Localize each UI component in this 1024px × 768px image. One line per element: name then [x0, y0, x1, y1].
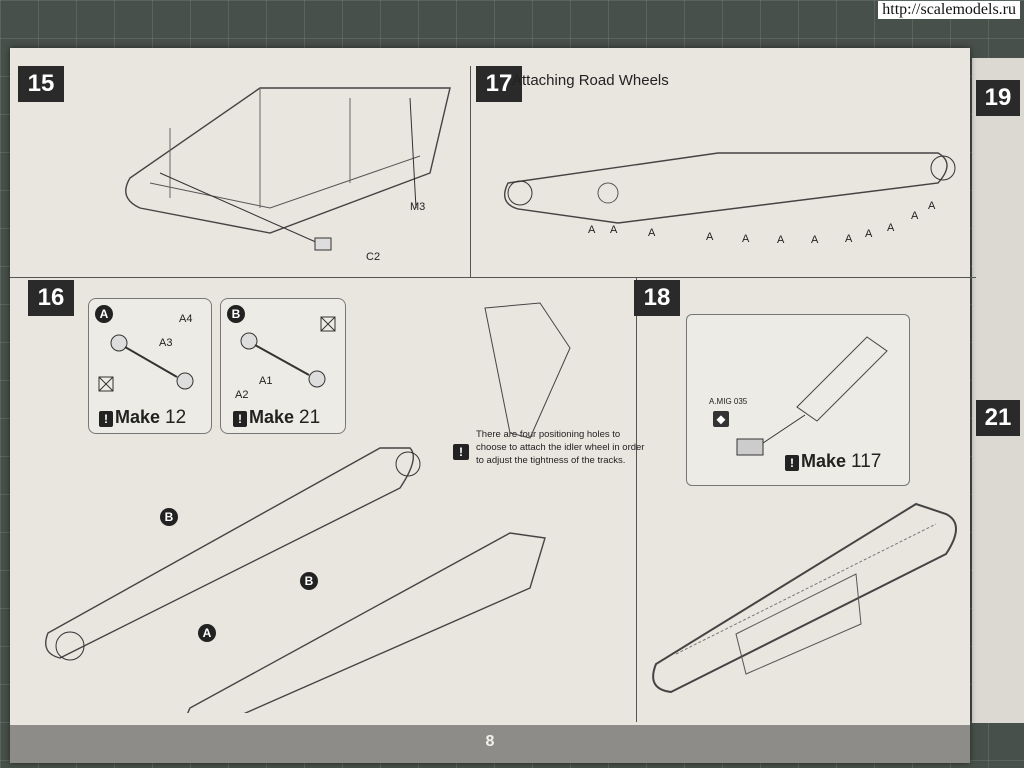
part-label-m3: M3 [410, 201, 426, 213]
watermark: http://scalemodels.ru [878, 1, 1020, 19]
paint-icon: ⬥ [713, 411, 729, 427]
badge-a: A [95, 305, 113, 323]
make-count-tracks: !Make 117 [785, 451, 881, 473]
track-link-drawing [736, 336, 888, 456]
make-number-a: 12 [165, 407, 187, 428]
sub-assembly-a-box: A A4 A3 !Make 12 [88, 298, 212, 434]
make-label-b: Make [249, 407, 295, 427]
divider-15-17 [470, 66, 471, 278]
make-number-tracks: 117 [851, 451, 882, 472]
step-21-number: 21 [976, 400, 1020, 436]
next-page-edge: 19 21 [972, 58, 1024, 723]
step-15-drawing [125, 87, 451, 251]
wheel-label-a: A [887, 222, 895, 234]
badge-b: B [227, 305, 245, 323]
wheel-label-a: A [777, 234, 785, 246]
page-number: 8 [485, 733, 495, 750]
divider-horizontal [10, 277, 976, 278]
sub-assembly-b-box: B A1 A2 !Make 21 [220, 298, 346, 434]
instruction-page: 15 M3 C2 17 Attaching Road Wheels A A A … [10, 48, 976, 763]
paint-ref: A.MIG 035 [709, 397, 748, 406]
step-16-drawing [45, 302, 571, 713]
wheel-label-a: A [588, 224, 596, 236]
wheel-label-a: A [610, 224, 618, 236]
callout-b: B [300, 572, 318, 590]
step-19-number: 19 [976, 80, 1020, 116]
wheel-label-a: A [648, 227, 656, 239]
step-17-drawing [504, 152, 956, 224]
wheel-label-a: A [865, 228, 873, 240]
part-label-a1: A1 [259, 375, 273, 387]
wheel-label-a: A [928, 200, 936, 212]
callout-b: B [160, 508, 178, 526]
part-label-a2: A2 [235, 389, 249, 401]
page-footer: 8 [10, 725, 970, 763]
wheel-axle-drawing-a [98, 334, 194, 392]
part-label-a3: A3 [159, 337, 173, 349]
wheel-label-a: A [845, 233, 853, 245]
step-17-title: Attaching Road Wheels [512, 72, 669, 89]
wheel-label-a: A [911, 210, 919, 222]
wheel-axle-drawing-b [240, 316, 336, 388]
wheel-label-a: A [742, 233, 750, 245]
divider-16-18 [636, 277, 637, 722]
step-16-number: 16 [28, 280, 74, 316]
part-label-a4: A4 [179, 313, 193, 325]
idler-note: There are four positioning holes to choo… [476, 429, 645, 466]
step-17-number: 17 [476, 66, 522, 102]
wheel-label-a: A [811, 234, 819, 246]
step-18-drawing [652, 502, 957, 694]
wheel-label-a: A [706, 231, 714, 243]
make-count-a: !Make 12 [99, 407, 186, 429]
warning-icon: ! [453, 444, 469, 460]
step-18-number: 18 [634, 280, 680, 316]
track-link-box: A.MIG 035 ⬥ !Make 117 [686, 314, 910, 486]
make-label-a: Make [115, 407, 161, 427]
make-number-b: 21 [299, 407, 321, 428]
make-count-b: !Make 21 [233, 407, 320, 429]
callout-a: A [198, 624, 216, 642]
part-label-c2: C2 [366, 251, 381, 263]
make-label-tracks: Make [801, 451, 847, 471]
step-15-number: 15 [18, 66, 64, 102]
